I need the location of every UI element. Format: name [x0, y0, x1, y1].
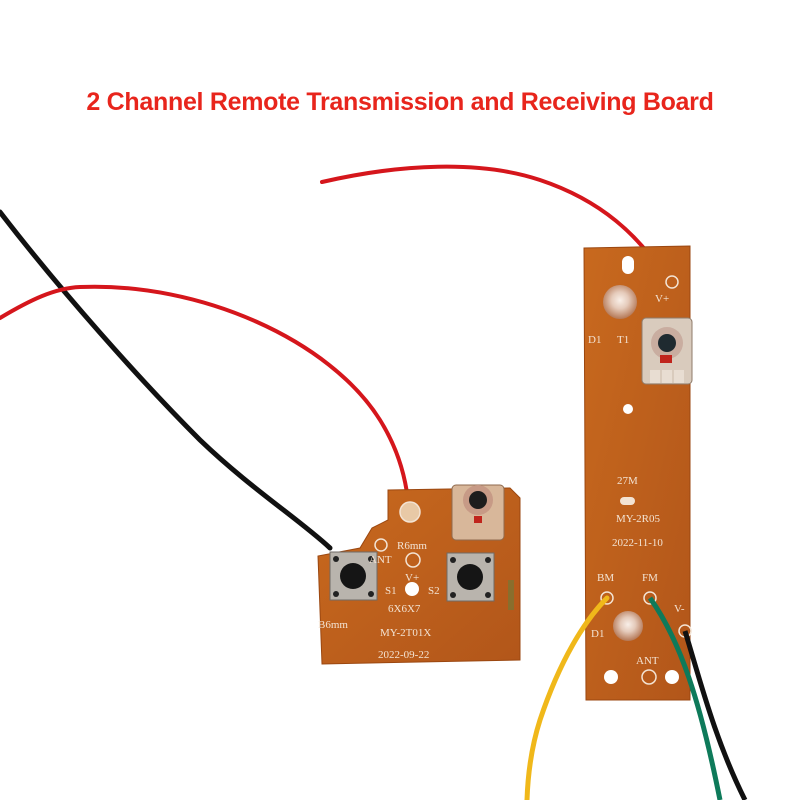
led-d1-bottom [613, 611, 643, 641]
transmitter-board: ANT R6mm V+ S1 S2 6X6X7 B6mm MY-2T01X 20… [317, 484, 521, 665]
slot-hole [622, 256, 634, 274]
label-model: MY-2T01X [380, 627, 431, 639]
label-date: 2022-09-22 [378, 649, 429, 661]
push-button-s1 [329, 551, 378, 601]
label-vplus: V+ [655, 293, 669, 305]
label-ant: ANT [636, 655, 659, 667]
black-wire [0, 209, 333, 551]
red-wire-transmitter [0, 284, 413, 562]
label-date: 2022-11-10 [612, 537, 663, 549]
receiver-board: V+ D1 T1 27M MY-2R05 2022-11-10 BM FM V-… [583, 245, 693, 701]
label-d1-bottom: D1 [591, 628, 604, 640]
tuning-coil [451, 484, 505, 541]
mount-hole [623, 404, 633, 414]
yellow-wire [524, 595, 610, 800]
ant-pad [641, 669, 657, 685]
tuning-coil-t1 [641, 317, 693, 385]
label-s1: S1 [385, 585, 397, 597]
black-wire-receiver [682, 630, 748, 800]
label-b6mm: B6mm [318, 619, 348, 631]
red-wire-receiver [320, 164, 670, 284]
led-d1-top [603, 285, 637, 319]
label-model: MY-2R05 [616, 513, 661, 525]
hole-left [604, 670, 618, 684]
label-fm: FM [642, 572, 658, 584]
page-title: 2 Channel Remote Transmission and Receiv… [86, 88, 714, 116]
push-button-s2 [446, 552, 495, 602]
label-vminus: V- [674, 603, 685, 615]
mount-hole [405, 582, 419, 596]
label-switch-size: 6X6X7 [388, 603, 421, 615]
label-t1: T1 [617, 334, 629, 346]
solder-pad [399, 501, 421, 523]
vplus-pad [665, 275, 679, 289]
label-d1-top: D1 [588, 334, 601, 346]
hole-right [665, 670, 679, 684]
oval-pad [620, 497, 635, 505]
label-r6mm: R6mm [397, 540, 427, 552]
label-s2: S2 [428, 585, 440, 597]
green-wire [647, 596, 723, 800]
label-freq: 27M [617, 475, 638, 487]
vplus-pad [405, 552, 421, 568]
label-bm: BM [597, 572, 614, 584]
label-vplus: V+ [405, 572, 419, 584]
label-ant: ANT [369, 554, 392, 566]
ant-pad [374, 538, 388, 552]
